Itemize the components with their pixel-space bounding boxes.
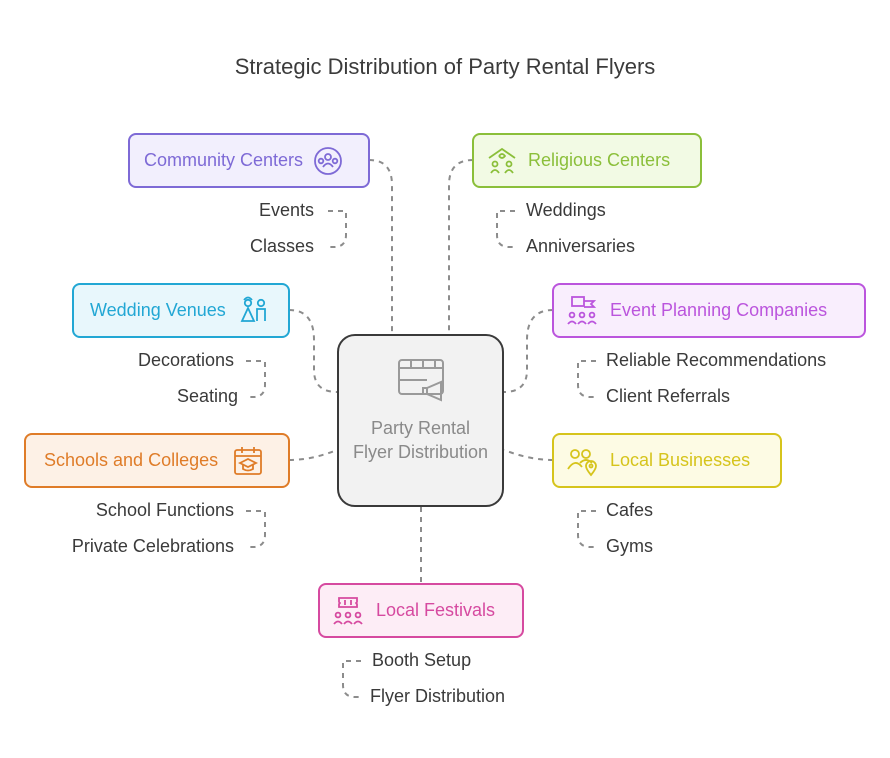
local-businesses-node: Local Businesses — [552, 433, 782, 488]
community-item-classes: Classes — [249, 236, 314, 256]
event-item-recommendations: Reliable Recommendations — [606, 350, 827, 370]
center-node: Party Rental Flyer Distribution — [337, 334, 504, 507]
wedding-venues-node: Wedding Venues — [72, 283, 290, 338]
schools-item-celebrations: Private Celebrations — [71, 536, 234, 556]
community-people-icon — [314, 146, 342, 175]
local-festivals-node: Local Festivals — [318, 583, 524, 638]
diagram-title: Strategic Distribution of Party Rental F… — [234, 54, 656, 79]
schools-colleges-label: Schools and Colleges — [44, 450, 219, 470]
graduation-calendar-icon — [234, 446, 263, 475]
festival-ticket-people-icon — [333, 596, 363, 625]
wedding-item-seating: Seating — [176, 386, 238, 406]
religious-item-weddings: Weddings — [526, 200, 606, 220]
religious-building-icon — [488, 147, 516, 174]
wedding-item-decorations: Decorations — [137, 350, 234, 370]
religious-item-anniversaries: Anniversaries — [526, 236, 636, 256]
festivals-item-flyer: Flyer Distribution — [370, 686, 506, 706]
religious-centers-node: Religious Centers — [472, 133, 702, 188]
wedding-venues-label: Wedding Venues — [90, 300, 226, 320]
local-item-gyms: Gyms — [606, 536, 653, 556]
center-label: Party Rental Flyer Distribution — [352, 418, 489, 462]
community-centers-label: Community Centers — [144, 150, 304, 170]
community-centers-node: Community Centers — [128, 133, 370, 188]
event-item-referrals: Client Referrals — [606, 386, 731, 406]
wedding-couple-icon — [240, 296, 266, 322]
event-planning-label: Event Planning Companies — [610, 300, 828, 320]
religious-centers-label: Religious Centers — [528, 150, 671, 170]
schools-item-functions: School Functions — [95, 500, 234, 520]
local-festivals-label: Local Festivals — [376, 600, 496, 620]
local-item-cafes: Cafes — [606, 500, 654, 520]
business-people-location-icon — [567, 448, 597, 476]
schools-colleges-node: Schools and Colleges — [24, 433, 290, 488]
event-planning-node: Event Planning Companies — [552, 283, 866, 338]
flyer-megaphone-icon — [398, 359, 444, 402]
festivals-item-booth: Booth Setup — [372, 650, 472, 670]
event-planning-team-icon — [567, 295, 597, 325]
local-businesses-label: Local Businesses — [610, 450, 751, 470]
community-item-events: Events — [258, 200, 314, 220]
